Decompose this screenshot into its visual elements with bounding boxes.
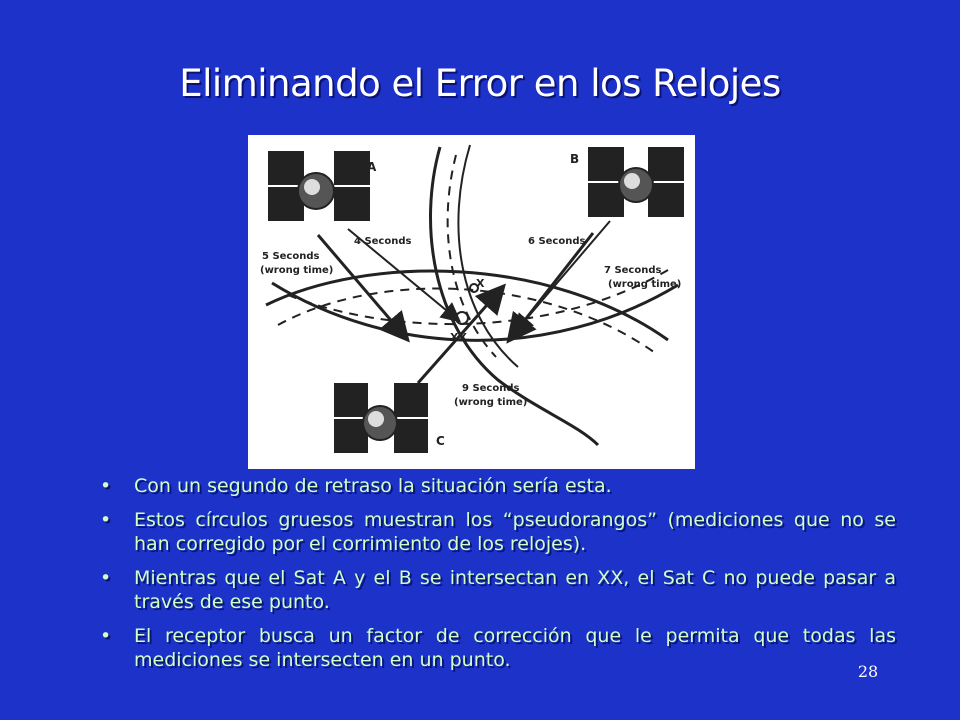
bullet-item: • Estos círculos gruesos muestran los “p… xyxy=(100,508,896,556)
label-b-thin: 6 Seconds xyxy=(528,236,585,247)
label-a-thick-1: 5 Seconds xyxy=(262,251,319,262)
intersection-x-marker xyxy=(469,283,479,293)
intersection-xx-marker xyxy=(455,311,469,325)
page-number: 28 xyxy=(857,662,879,681)
satellite-b-dashed-arc xyxy=(287,269,669,326)
bullet-dot-icon: • xyxy=(100,509,112,531)
satellite-c-icon xyxy=(334,383,428,453)
bullet-list: • Con un segundo de retraso la situación… xyxy=(100,474,896,682)
satellite-c-thick-arc-outer xyxy=(457,144,519,368)
bullet-dot-icon: • xyxy=(100,475,112,497)
label-b-thick-1: 7 Seconds xyxy=(604,265,661,276)
slide-title: Eliminando el Error en los Relojes xyxy=(179,62,781,105)
label-sat-a: A xyxy=(367,160,377,174)
label-c-thick-2: (wrong time) xyxy=(454,397,527,408)
arrow-a-thin xyxy=(347,228,462,323)
bullet-item: • El receptor busca un factor de correcc… xyxy=(100,624,896,672)
label-sat-b: B xyxy=(570,152,579,166)
bullet-item: • Con un segundo de retraso la situación… xyxy=(100,474,896,498)
label-xx: XX xyxy=(450,331,467,344)
arrow-b-thick xyxy=(506,232,595,344)
bullet-text: Con un segundo de retraso la situación s… xyxy=(134,475,612,497)
label-a-thin: 4 Seconds xyxy=(354,236,411,247)
label-c-thick-1: 9 Seconds xyxy=(462,383,519,394)
label-b-thick-2: (wrong time) xyxy=(608,279,681,290)
label-sat-c: C xyxy=(436,434,445,448)
satellite-b-icon xyxy=(588,147,684,217)
satellite-b-thick-arc xyxy=(271,281,679,342)
bullet-text: Estos círculos gruesos muestran los “pse… xyxy=(134,509,896,555)
label-x: X xyxy=(476,277,485,290)
satellite-a-thick-arc xyxy=(265,269,669,342)
bullet-item: • Mientras que el Sat A y el B se inters… xyxy=(100,566,896,614)
gps-clock-error-diagram: A B C 4 Seconds 5 Seconds (wrong time) 6… xyxy=(248,135,695,469)
label-a-thick-2: (wrong time) xyxy=(260,265,333,276)
satellite-a-icon xyxy=(268,151,370,221)
diagram-svg: A B C 4 Seconds 5 Seconds (wrong time) 6… xyxy=(260,144,684,453)
arrow-c-thick xyxy=(416,283,506,384)
bullet-text: Mientras que el Sat A y el B se intersec… xyxy=(134,567,896,613)
arrow-a-thick xyxy=(316,234,410,343)
satellite-c-thick-arc xyxy=(429,146,600,447)
bullet-dot-icon: • xyxy=(100,567,112,589)
bullet-dot-icon: • xyxy=(100,625,112,647)
bullet-text: El receptor busca un factor de correcció… xyxy=(134,625,896,671)
